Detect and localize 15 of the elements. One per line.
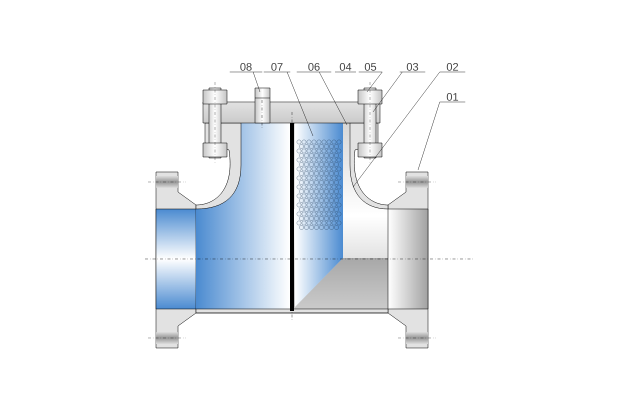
callout-number: 06	[296, 62, 332, 72]
leader-line	[286, 72, 314, 136]
leader-line	[252, 72, 260, 92]
leader-line	[366, 72, 382, 92]
leader-line	[418, 102, 440, 170]
callout-number: 08	[230, 62, 262, 72]
callout-number: 03	[400, 62, 426, 72]
leader-line	[372, 72, 402, 112]
callout-number: 01	[440, 92, 466, 102]
callout-number: 07	[264, 62, 290, 72]
leader-line	[352, 72, 440, 188]
callout-number: 05	[358, 62, 382, 72]
callout-number: 02	[440, 62, 466, 72]
callout-number: 04	[334, 62, 356, 72]
leader-line	[318, 72, 348, 126]
